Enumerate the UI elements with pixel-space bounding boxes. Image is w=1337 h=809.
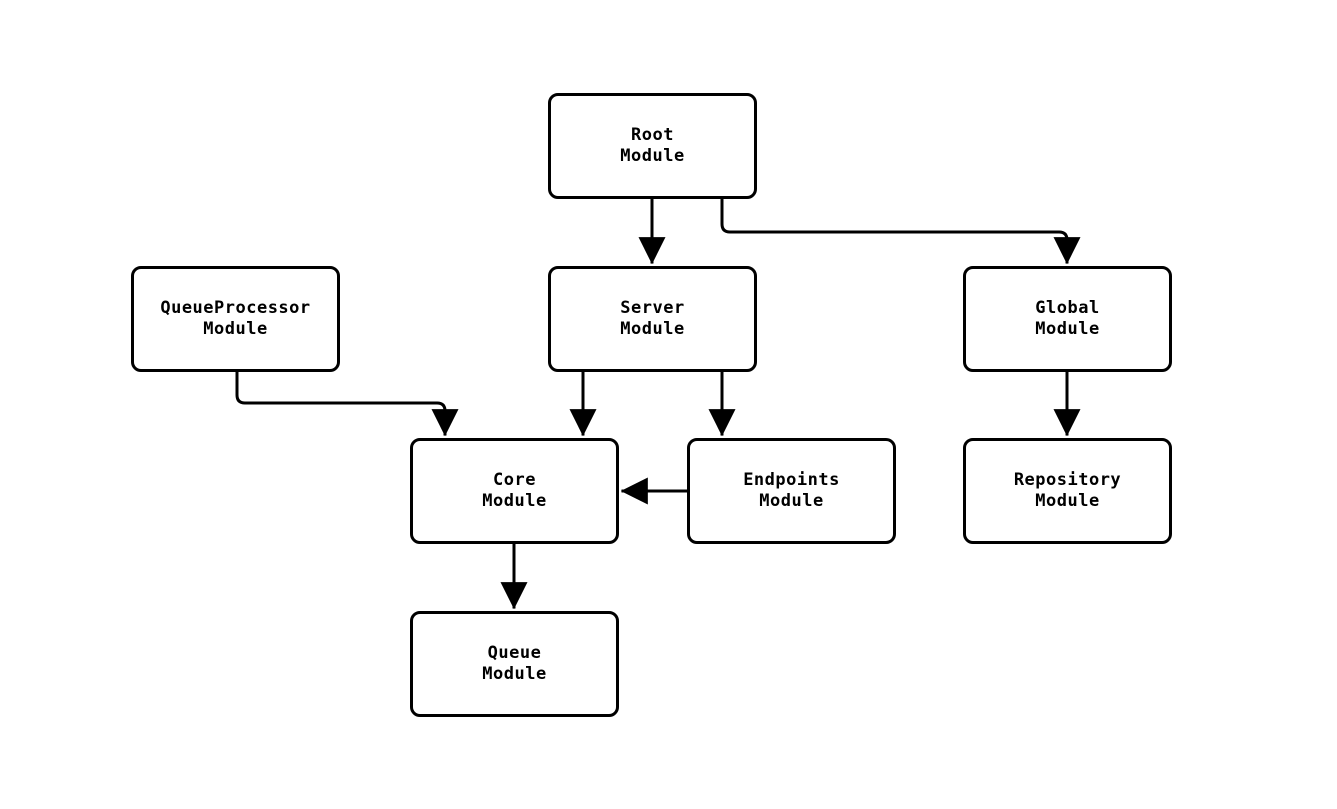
node-repository-module: Repository Module bbox=[963, 438, 1172, 544]
node-queueprocessor-module: QueueProcessor Module bbox=[131, 266, 340, 372]
node-global-module-label: Global Module bbox=[1035, 298, 1100, 339]
node-root-module: Root Module bbox=[548, 93, 757, 199]
node-endpoints-module: Endpoints Module bbox=[687, 438, 896, 544]
node-repository-module-label: Repository Module bbox=[1013, 470, 1122, 511]
node-queue-module: Queue Module bbox=[410, 611, 619, 717]
node-core-module: Core Module bbox=[410, 438, 619, 544]
node-global-module: Global Module bbox=[963, 266, 1172, 372]
node-endpoints-module-label: Endpoints Module bbox=[743, 470, 840, 511]
node-server-module-label: Server Module bbox=[620, 298, 685, 339]
edge-queueprocessor-to-core bbox=[235, 370, 459, 437]
node-core-module-label: Core Module bbox=[482, 470, 547, 511]
node-root-module-label: Root Module bbox=[620, 125, 685, 166]
edge-root-to-global bbox=[720, 196, 1081, 265]
node-server-module: Server Module bbox=[548, 266, 757, 372]
node-queue-module-label: Queue Module bbox=[482, 643, 547, 684]
node-queueprocessor-module-label: QueueProcessor Module bbox=[160, 298, 311, 339]
